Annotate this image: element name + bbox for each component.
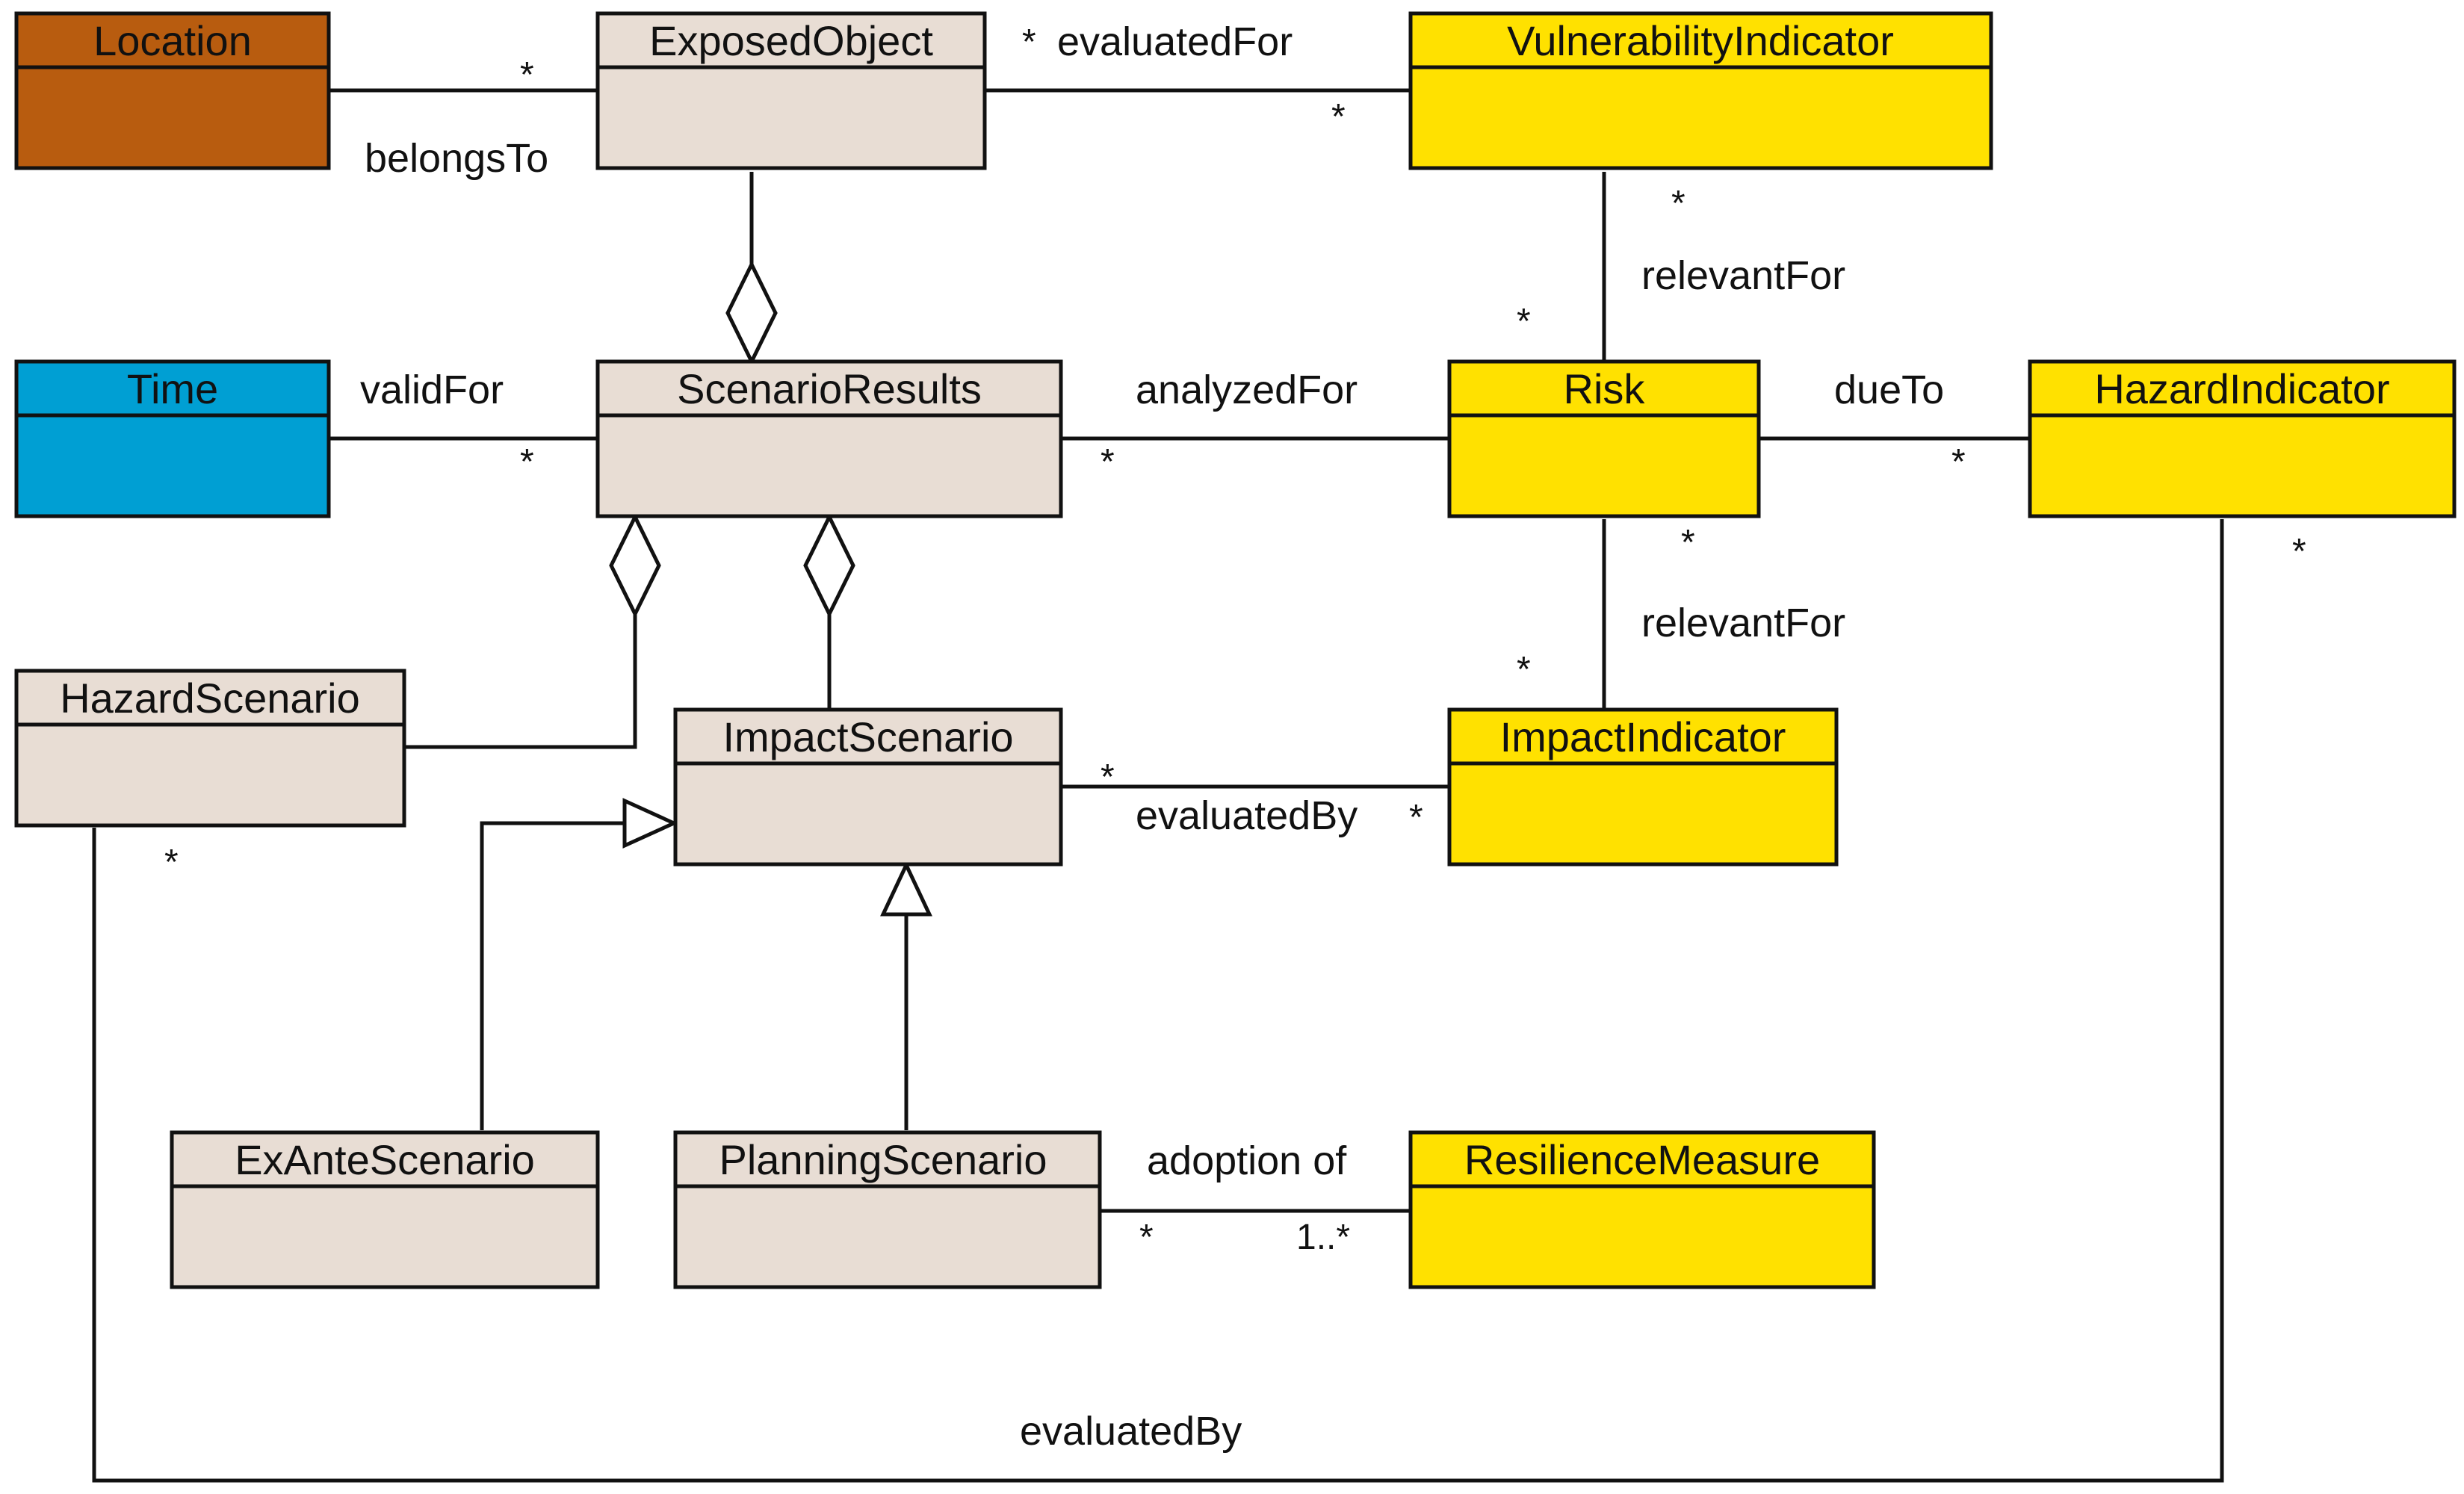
class-exantescenario-name: ExAnteScenario (235, 1136, 535, 1183)
label-relevantfor-vulnerability: relevantFor (1641, 253, 1845, 298)
class-time-name: Time (127, 365, 218, 412)
class-scenarioresults-name: ScenarioResults (677, 365, 982, 412)
mult-scenarioresults-analyzedfor: * (1101, 442, 1115, 482)
mult-hazardindicator-evaluatedby: * (2292, 532, 2306, 571)
class-exantescenario-body (170, 1130, 600, 1289)
class-hazardscenario: HazardScenario (14, 669, 406, 828)
class-impactindicator: ImpactIndicator (1447, 707, 1839, 867)
class-time-body (14, 359, 331, 518)
class-planningscenario-body (673, 1130, 1102, 1289)
label-belongsto: belongsTo (365, 136, 548, 181)
class-impactindicator-body (1447, 707, 1839, 867)
class-impactscenario-name: ImpactScenario (722, 713, 1013, 760)
class-location-body (14, 11, 331, 170)
class-hazardindicator: HazardIndicator (2028, 359, 2457, 518)
mult-hazardscenario-evaluatedby: * (164, 843, 179, 882)
class-location: Location (14, 11, 331, 170)
class-planningscenario-name: PlanningScenario (719, 1136, 1047, 1183)
class-exposedobject-name: ExposedObject (649, 17, 933, 64)
class-time: Time (14, 359, 331, 518)
mult-impactscenario-evaluatedby: * (1101, 757, 1115, 797)
aggregation-diamond-exposedobject (725, 260, 778, 366)
class-risk-body (1447, 359, 1761, 518)
mult-planningscenario-adoption: * (1139, 1218, 1154, 1257)
label-evaluatedfor: evaluatedFor (1057, 19, 1293, 64)
class-exposedobject: ExposedObject (595, 11, 987, 170)
label-analyzedfor: analyzedFor (1136, 368, 1358, 412)
class-risk-name: Risk (1564, 365, 1646, 412)
mult-risk-relevantfor-top: * (1517, 302, 1531, 341)
class-scenarioresults-body (595, 359, 1063, 518)
class-impactscenario-body (673, 707, 1063, 867)
label-dueto: dueTo (1834, 368, 1944, 412)
mult-exposedobject-evaluatedfor: * (1022, 22, 1036, 62)
label-adoptionof: adoption of (1147, 1138, 1347, 1183)
class-exposedobject-body (595, 11, 987, 170)
class-location-name: Location (93, 17, 252, 64)
mult-scenarioresults-validfor: * (520, 442, 534, 482)
edge-hazardscenario-hazardindicator (92, 519, 2224, 1483)
class-exantescenario: ExAnteScenario (170, 1130, 600, 1289)
mult-risk-relevantfor-bottom: * (1681, 523, 1695, 562)
generalization-arrow-exante (622, 798, 679, 849)
class-impactindicator-name: ImpactIndicator (1500, 713, 1786, 760)
class-impactscenario: ImpactScenario (673, 707, 1063, 867)
label-relevantfor-impact: relevantFor (1641, 601, 1845, 645)
label-evaluatedby-impact: evaluatedBy (1136, 793, 1358, 838)
mult-impactindicator-evaluatedby: * (1409, 798, 1423, 837)
mult-resiliencemeasure-adoption: 1..* (1296, 1218, 1350, 1257)
aggregation-diamond-impactscenario (803, 512, 855, 619)
class-resiliencemeasure-body (1408, 1130, 1876, 1289)
label-evaluatedby-hazard: evaluatedBy (1020, 1409, 1242, 1454)
class-vulnerabilityindicator-name: VulnerabilityIndicator (1507, 17, 1894, 64)
class-hazardindicator-name: HazardIndicator (2094, 365, 2389, 412)
class-planningscenario: PlanningScenario (673, 1130, 1102, 1289)
class-vulnerabilityindicator-body (1408, 11, 1993, 170)
generalization-arrow-planning (880, 861, 932, 917)
class-resiliencemeasure-name: ResilienceMeasure (1464, 1136, 1820, 1183)
mult-vulnerability-relevantfor: * (1671, 184, 1686, 223)
edge-scenarioresults-hazardscenario (406, 614, 637, 749)
class-hazardscenario-name: HazardScenario (60, 675, 360, 722)
class-vulnerabilityindicator: VulnerabilityIndicator (1408, 11, 1993, 170)
mult-hazardindicator-dueto: * (1951, 442, 1966, 482)
mult-vulnerability-evaluatedfor: * (1331, 97, 1346, 137)
mult-impactindicator-relevantfor: * (1517, 650, 1531, 689)
edge-exante-generalization (480, 821, 625, 1130)
class-hazardscenario-body (14, 669, 406, 828)
label-validfor: validFor (360, 368, 504, 412)
class-resiliencemeasure: ResilienceMeasure (1408, 1130, 1876, 1289)
aggregation-diamond-hazardscenario (609, 512, 661, 619)
class-scenarioresults: ScenarioResults (595, 359, 1063, 518)
class-hazardindicator-body (2028, 359, 2457, 518)
mult-exposedobject-location: * (520, 55, 534, 95)
class-risk: Risk (1447, 359, 1761, 518)
